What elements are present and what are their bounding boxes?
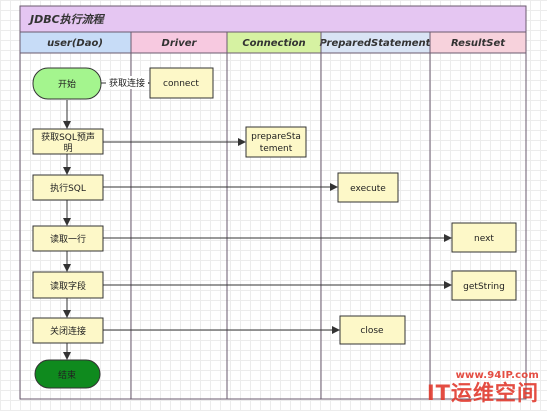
get-string-box (451, 270, 517, 301)
lane-resultset: ResultSet (430, 32, 526, 53)
lane-header-driver (131, 32, 227, 53)
node-close: close (339, 315, 406, 345)
get-prepared-box (32, 128, 104, 155)
node-prepare-statement: prepareSta tement (245, 126, 307, 158)
lane-header-resultset (430, 32, 526, 53)
end-label: 结束 (58, 369, 76, 381)
lane-user: user(Dao) (20, 32, 131, 53)
end-terminal (34, 359, 101, 389)
lane-label-driver: Driver (162, 38, 198, 49)
watermark-brand: IT运维空间 (426, 381, 539, 405)
lane-label-resultset: ResultSet (451, 38, 506, 49)
get-string-label: getString (463, 282, 505, 292)
execute-box (337, 172, 399, 203)
close-conn-label: 关闭连接 (50, 325, 86, 337)
lane-connection: Connection (227, 32, 321, 53)
node-execute: execute (337, 172, 399, 203)
lane-header-connection (227, 32, 321, 53)
lane-header-prepared-statement (321, 32, 430, 53)
prepare-statement-box (245, 126, 307, 158)
lane-prepared-statement: PreparedStatement (320, 32, 432, 53)
read-row-label: 读取一行 (50, 233, 86, 245)
watermark: www.94IP.com IT运维空间 (427, 370, 539, 405)
diagram-frame (19, 5, 527, 400)
diagram-title-bar (20, 6, 526, 32)
connect-label: connect (163, 79, 199, 89)
diagram-title: JDBC执行流程 (28, 13, 106, 26)
close-label: close (360, 326, 384, 336)
connect-box (149, 67, 214, 99)
node-close-conn: 关闭连接 (32, 317, 104, 344)
prepare-statement-label-line-2: tement (260, 144, 293, 154)
read-row-box (32, 225, 104, 252)
lane-label-user: user(Dao) (47, 38, 103, 49)
next-label: next (474, 234, 494, 244)
get-prepared-label-line-2: 明 (63, 143, 72, 154)
edge-label-get-connection: 获取连接 (109, 77, 145, 89)
start-terminal (32, 67, 102, 100)
next-box (451, 222, 517, 253)
read-field-label: 读取字段 (50, 280, 86, 292)
lane-driver: Driver (131, 32, 227, 53)
node-get-prepared: 获取SQL预声 明 (32, 128, 104, 155)
node-end: 结束 (34, 359, 101, 389)
get-prepared-label-line-1: 获取SQL预声 (41, 131, 95, 143)
close-conn-box (32, 317, 104, 344)
close-box (339, 315, 406, 345)
start-label: 开始 (58, 78, 76, 90)
node-get-string: getString (451, 270, 517, 301)
node-next: next (451, 222, 517, 253)
node-read-row: 读取一行 (32, 225, 104, 252)
node-read-field: 读取字段 (32, 271, 104, 299)
execute-label: execute (350, 184, 386, 194)
node-execute-sql: 执行SQL (32, 174, 104, 201)
node-start: 开始 (32, 67, 102, 100)
lane-header-user (20, 32, 131, 53)
execute-sql-label: 执行SQL (50, 182, 86, 194)
node-connect: connect (149, 67, 214, 99)
execute-sql-box (32, 174, 104, 201)
edges (63, 79, 452, 360)
lane-label-connection: Connection (242, 38, 305, 49)
lane-label-prepared-statement: PreparedStatement (320, 38, 432, 49)
prepare-statement-label-line-1: prepareSta (251, 132, 301, 142)
watermark-url: www.94IP.com (455, 370, 539, 381)
edge-label-bg (106, 76, 148, 89)
read-field-box (32, 271, 104, 299)
